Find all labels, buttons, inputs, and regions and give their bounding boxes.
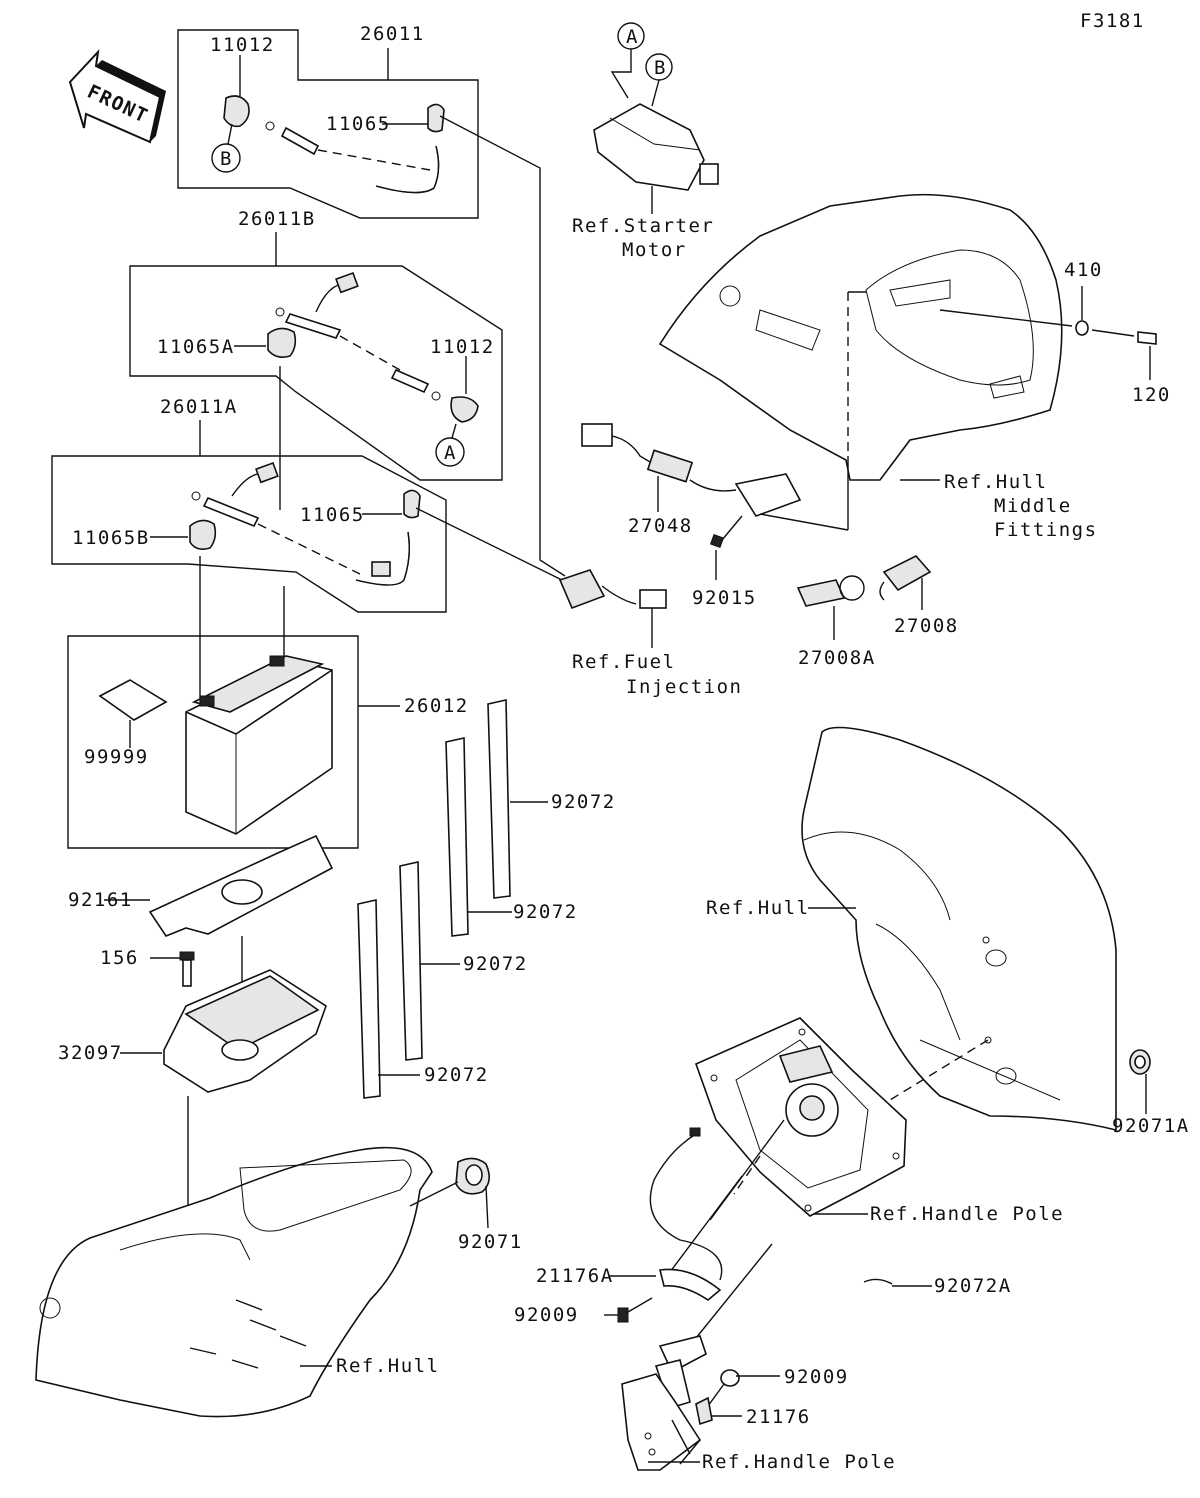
straps-92072 xyxy=(357,699,548,1099)
label-92072A: 92072A xyxy=(934,1275,1012,1297)
label-92072-b: 92072 xyxy=(513,901,578,923)
figure-code: F3181 xyxy=(1080,10,1145,32)
label-92072-d: 92072 xyxy=(424,1064,489,1086)
ref-fuel-2: Injection xyxy=(626,676,742,698)
ref-hull-right: Ref.Hull xyxy=(706,897,810,919)
handle-pole-plate xyxy=(604,1017,932,1323)
fuel-injection-connector xyxy=(558,569,667,648)
ref-starter-1: Ref.Starter xyxy=(572,215,714,237)
cable-set-26011B xyxy=(129,232,503,481)
battery-26012 xyxy=(67,635,400,849)
hull-right xyxy=(801,726,1151,1132)
label-11065-mid: 11065 xyxy=(300,504,365,526)
ref-hull-bottom: Ref.Hull xyxy=(336,1355,440,1377)
handle-pole-bottom xyxy=(621,1243,780,1471)
label-92009-b: 92009 xyxy=(784,1366,849,1388)
label-410: 410 xyxy=(1064,259,1103,281)
switch-harness-27048 xyxy=(581,423,849,580)
label-32097: 32097 xyxy=(58,1042,123,1064)
battery-tray-assembly xyxy=(104,834,334,1093)
callout-b-2: B xyxy=(654,57,667,79)
label-11065B: 11065B xyxy=(72,527,150,549)
ref-hull-middle-2: Middle xyxy=(994,495,1072,517)
label-27008A: 27008A xyxy=(798,647,876,669)
label-21176: 21176 xyxy=(746,1406,811,1428)
starter-motor xyxy=(593,22,719,214)
ref-hull-middle-1: Ref.Hull xyxy=(944,471,1048,493)
label-120: 120 xyxy=(1132,384,1171,406)
cable-set-26011 xyxy=(177,29,479,219)
label-92161: 92161 xyxy=(68,889,133,911)
label-11065-top: 11065 xyxy=(326,113,391,135)
ref-starter-2: Motor xyxy=(622,239,687,261)
label-92072-a: 92072 xyxy=(551,791,616,813)
label-26011: 26011 xyxy=(360,23,425,45)
label-156: 156 xyxy=(100,947,139,969)
callout-b-1: B xyxy=(220,148,233,170)
label-99999: 99999 xyxy=(84,746,149,768)
ref-fuel-1: Ref.Fuel xyxy=(572,651,676,673)
label-26012: 26012 xyxy=(404,695,469,717)
label-27008: 27008 xyxy=(894,615,959,637)
label-92071A: 92071A xyxy=(1112,1115,1190,1137)
label-92009-a: 92009 xyxy=(514,1304,579,1326)
label-21176A: 21176A xyxy=(536,1265,614,1287)
ref-handle-pole-2: Ref.Handle Pole xyxy=(702,1451,896,1473)
cable-set-26011A xyxy=(51,420,447,613)
label-11012-top: 11012 xyxy=(210,34,275,56)
label-92072-c: 92072 xyxy=(463,953,528,975)
label-26011A: 26011A xyxy=(160,396,238,418)
ref-handle-pole-1: Ref.Handle Pole xyxy=(870,1203,1064,1225)
label-92071: 92071 xyxy=(458,1231,523,1253)
front-arrow-icon: FRONT xyxy=(68,48,166,144)
callout-a-1: A xyxy=(626,26,639,48)
label-11065A: 11065A xyxy=(157,336,235,358)
label-92015: 92015 xyxy=(692,587,757,609)
label-27048: 27048 xyxy=(628,515,693,537)
ref-hull-middle-3: Fittings xyxy=(994,519,1098,541)
hull-middle-fittings xyxy=(658,193,1157,530)
hull-bottom-left xyxy=(35,1096,490,1418)
keys-27008 xyxy=(796,555,932,640)
label-26011B: 26011B xyxy=(238,208,316,230)
callout-a-2: A xyxy=(444,442,457,464)
label-11012-mid: 11012 xyxy=(430,336,495,358)
